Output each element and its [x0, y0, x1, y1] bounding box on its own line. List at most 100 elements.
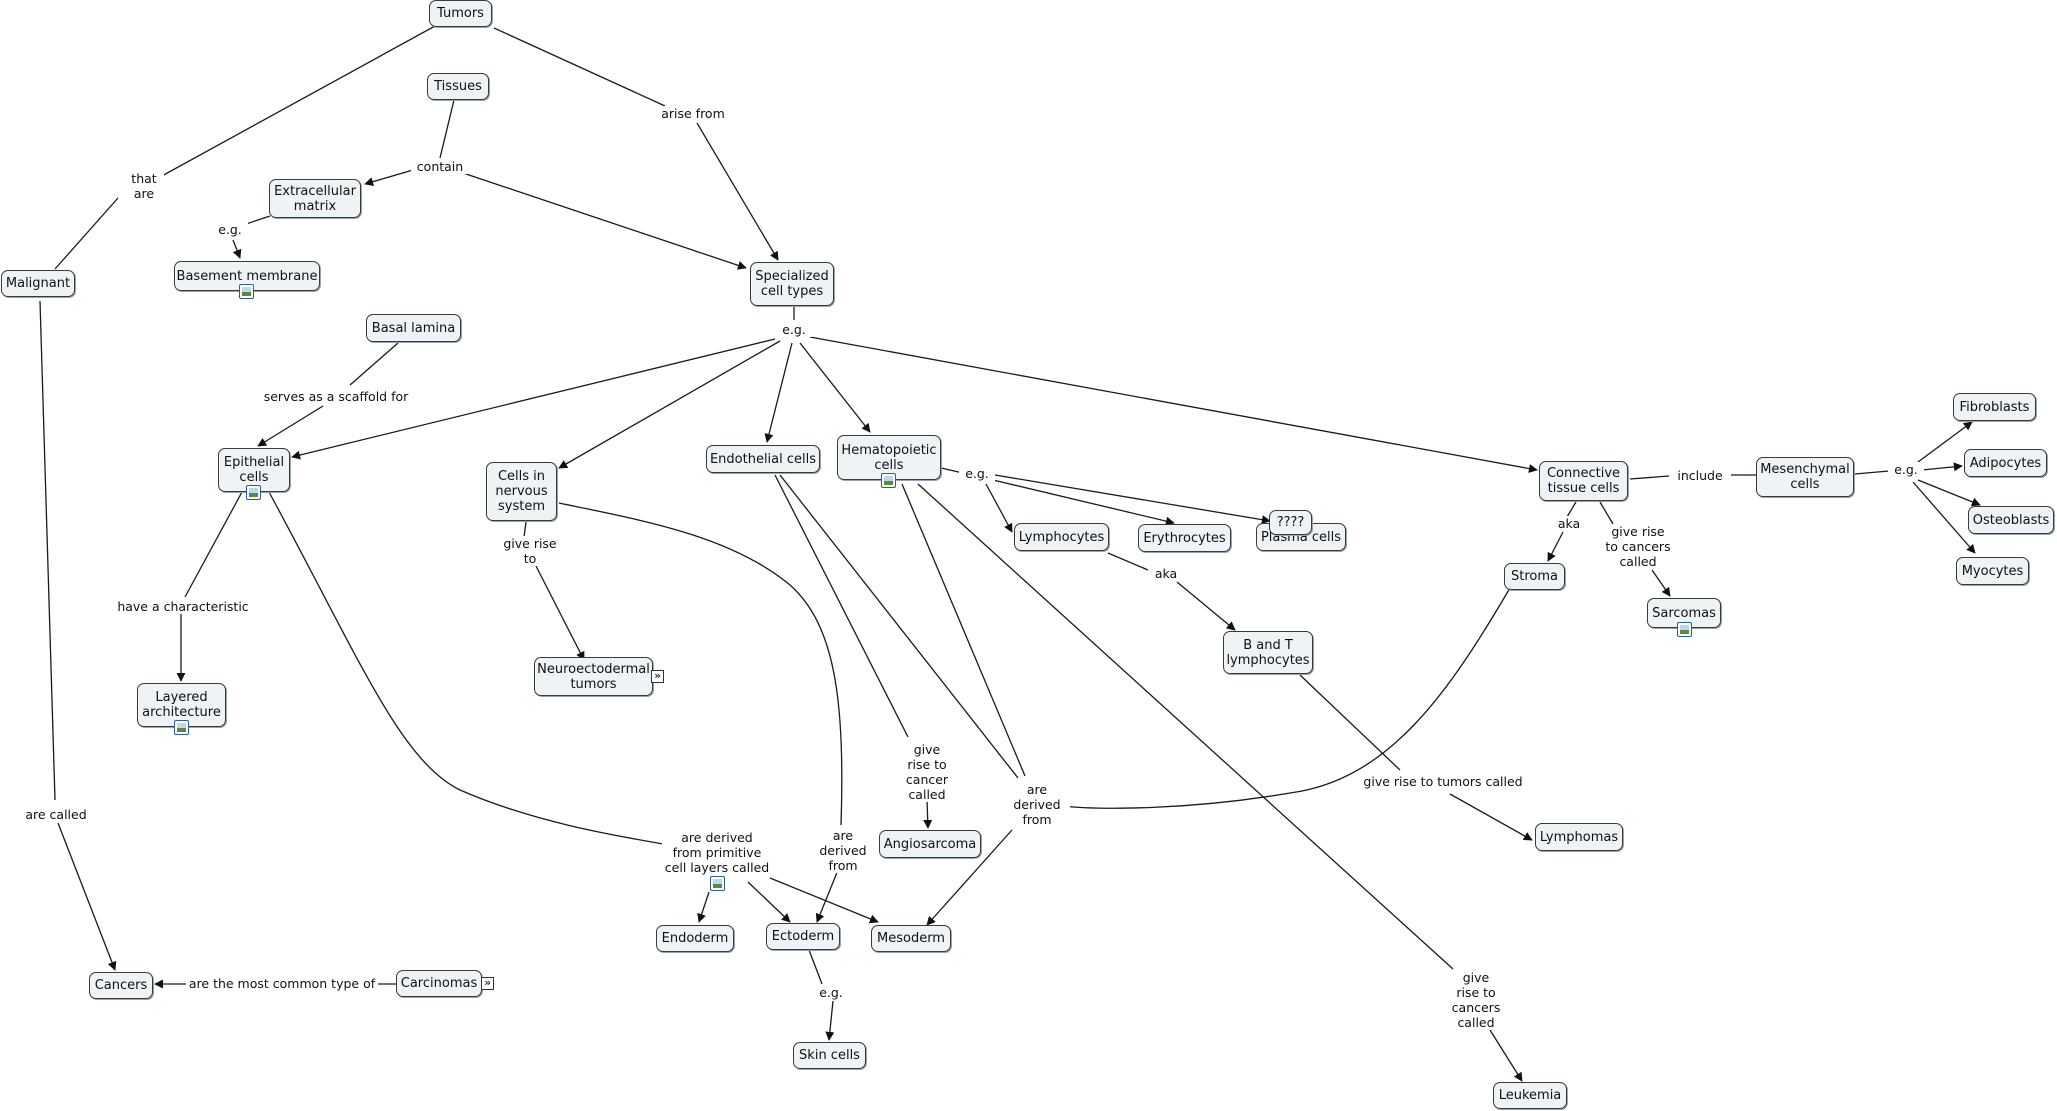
- concept-unknown[interactable]: ????: [1269, 510, 1312, 535]
- concept-b-and-t-lymphocytes[interactable]: B and T lymphocytes: [1223, 631, 1313, 674]
- phrase-are-called: are called: [19, 807, 93, 822]
- concept-mesoderm[interactable]: Mesoderm: [871, 925, 951, 952]
- link-arisefrom-specialized: [696, 122, 779, 261]
- link-nervousderived-ectoderm: [815, 869, 839, 923]
- phrase-are-derived-from-center: are derived from: [1004, 782, 1070, 827]
- link-connective-include: [1629, 475, 1670, 480]
- link-eg-endothelial: [764, 342, 793, 443]
- concept-endoderm[interactable]: Endoderm: [656, 925, 734, 952]
- link-serves-epithelial: [257, 405, 324, 447]
- link-connective-giverise: [1599, 501, 1614, 525]
- link-bt-giverise: [1299, 674, 1401, 771]
- link-contain-specialized: [462, 172, 747, 270]
- link-contain-ecm: [364, 169, 414, 187]
- phrase-give-rise-to-nervous: give rise to: [496, 536, 564, 566]
- concept-specialized-cell-types[interactable]: Specialized cell types: [750, 262, 834, 306]
- concept-tumors[interactable]: Tumors: [429, 0, 492, 27]
- concept-neuroectodermal-tumors[interactable]: Neuroectodermal tumors: [534, 657, 653, 696]
- link-nervous-nervousderived: [558, 502, 843, 826]
- link-thatare-malignant: [54, 197, 119, 270]
- concept-skin-cells[interactable]: Skin cells: [793, 1042, 866, 1069]
- link-giverise-sarcomas: [1651, 569, 1671, 597]
- concept-malignant[interactable]: Malignant: [1, 270, 75, 297]
- link-connective-aka: [1566, 501, 1577, 518]
- concept-osteoblasts[interactable]: Osteoblasts: [1968, 506, 2054, 534]
- concept-ectoderm[interactable]: Ectoderm: [766, 923, 840, 950]
- concept-connective-tissue-cells[interactable]: Connective tissue cells: [1539, 461, 1628, 501]
- layered-architecture-image-icon[interactable]: [174, 720, 189, 735]
- link-aka-bt: [1176, 581, 1236, 631]
- link-giverise-leukemia: [1489, 1029, 1523, 1082]
- link-ectoderm-eg: [808, 949, 823, 985]
- phrase-eg-ecm: e.g.: [212, 222, 248, 237]
- link-hematopoietic-giverise: [917, 483, 1454, 970]
- concept-myocytes[interactable]: Myocytes: [1956, 557, 2029, 585]
- concept-tissues[interactable]: Tissues: [427, 73, 489, 100]
- concept-cells-in-nervous-system[interactable]: Cells in nervous system: [486, 462, 557, 521]
- concept-leukemia[interactable]: Leukemia: [1493, 1082, 1567, 1109]
- phrase-arise-from: arise from: [655, 106, 731, 121]
- concept-layered-architecture[interactable]: Layered architecture: [137, 683, 226, 727]
- phrase-aka-lymph: aka: [1148, 566, 1184, 581]
- concept-angiosarcoma[interactable]: Angiosarcoma: [879, 830, 981, 858]
- concept-adipocytes[interactable]: Adipocytes: [1964, 449, 2047, 477]
- link-tumors-arisefrom: [493, 27, 666, 107]
- concept-epithelial-cells[interactable]: Epithelial cells: [218, 448, 290, 492]
- phrase-give-rise-sarcomas: give rise to cancers called: [1596, 524, 1680, 569]
- link-malignant-arecalled: [39, 300, 56, 801]
- link-epithelial-have: [184, 491, 243, 598]
- link-eg-osteoblasts: [1917, 479, 1981, 507]
- phrase-serves-as-scaffold: serves as a scaffold for: [258, 389, 414, 404]
- concept-lymphomas[interactable]: Lymphomas: [1535, 823, 1623, 851]
- link-arecalled-cancers: [57, 822, 117, 971]
- link-primitive-mesoderm: [769, 877, 879, 924]
- link-tumors-thatare: [159, 25, 436, 178]
- concept-stroma[interactable]: Stroma: [1504, 563, 1565, 590]
- sarcomas-image-icon[interactable]: [1677, 622, 1692, 637]
- link-stroma-derived: [1061, 587, 1511, 809]
- concept-hematopoietic-cells[interactable]: Hematopoietic cells: [837, 435, 941, 480]
- phrase-have-characteristic: have a characteristic: [112, 599, 254, 614]
- phrase-eg-specialized: e.g.: [776, 322, 812, 337]
- phrase-are-derived-from-nervous: are derived from: [812, 828, 874, 873]
- hematopoietic-cells-image-icon[interactable]: [881, 473, 896, 488]
- concept-cancers[interactable]: Cancers: [89, 972, 153, 999]
- link-eg-epithelial: [291, 338, 776, 460]
- link-eg-connective: [809, 336, 1538, 473]
- phrase-eg-hematopoietic: e.g.: [959, 466, 995, 481]
- concept-endothelial-cells[interactable]: Endothelial cells: [706, 445, 820, 473]
- carcinomas-submap-icon[interactable]: »: [481, 977, 494, 990]
- link-nervous-giverise: [523, 521, 527, 538]
- phrase-give-rise-angio: give rise to cancer called: [896, 742, 958, 802]
- primitive-cell-layers-image-icon[interactable]: [710, 876, 725, 891]
- concept-erythrocytes[interactable]: Erythrocytes: [1138, 524, 1231, 552]
- link-eg-fibroblasts: [1917, 421, 1973, 463]
- concept-extracellular-matrix[interactable]: Extracellular matrix: [269, 179, 361, 218]
- link-eg-myocytes: [1912, 481, 1976, 554]
- link-eg-basement: [232, 239, 242, 259]
- phrase-include: include: [1669, 468, 1731, 483]
- link-aka-stroma: [1547, 531, 1564, 562]
- link-primitive-endoderm: [697, 891, 710, 923]
- link-eg-erythrocytes: [992, 479, 1175, 526]
- concept-carcinomas[interactable]: Carcinomas: [396, 970, 482, 997]
- link-lymphocytes-aka: [1107, 552, 1149, 571]
- concept-mesenchymal-cells[interactable]: Mesenchymal cells: [1756, 457, 1854, 497]
- link-basallamina-serves: [349, 342, 399, 386]
- concept-lymphocytes[interactable]: Lymphocytes: [1014, 523, 1109, 551]
- phrase-eg-mesenchymal: e.g.: [1888, 462, 1924, 477]
- phrase-give-rise-leukemia: give rise to cancers called: [1446, 970, 1506, 1030]
- phrase-aka-stroma: aka: [1551, 516, 1587, 531]
- link-giverise-angio: [923, 799, 933, 829]
- epithelial-cells-image-icon[interactable]: [246, 485, 261, 500]
- link-endothelial-giverise: [774, 474, 909, 738]
- concept-basal-lamina[interactable]: Basal lamina: [366, 314, 461, 342]
- neuroectodermal-submap-icon[interactable]: »: [651, 670, 664, 683]
- phrase-give-rise-tumors-called: give rise to tumors called: [1361, 774, 1525, 789]
- link-derived-mesoderm: [926, 829, 1013, 926]
- concept-fibroblasts[interactable]: Fibroblasts: [1953, 393, 2036, 421]
- phrase-eg-ectoderm: e.g.: [813, 985, 849, 1000]
- link-eg-lymphocytes: [985, 483, 1013, 533]
- basement-membrane-image-icon[interactable]: [239, 284, 254, 299]
